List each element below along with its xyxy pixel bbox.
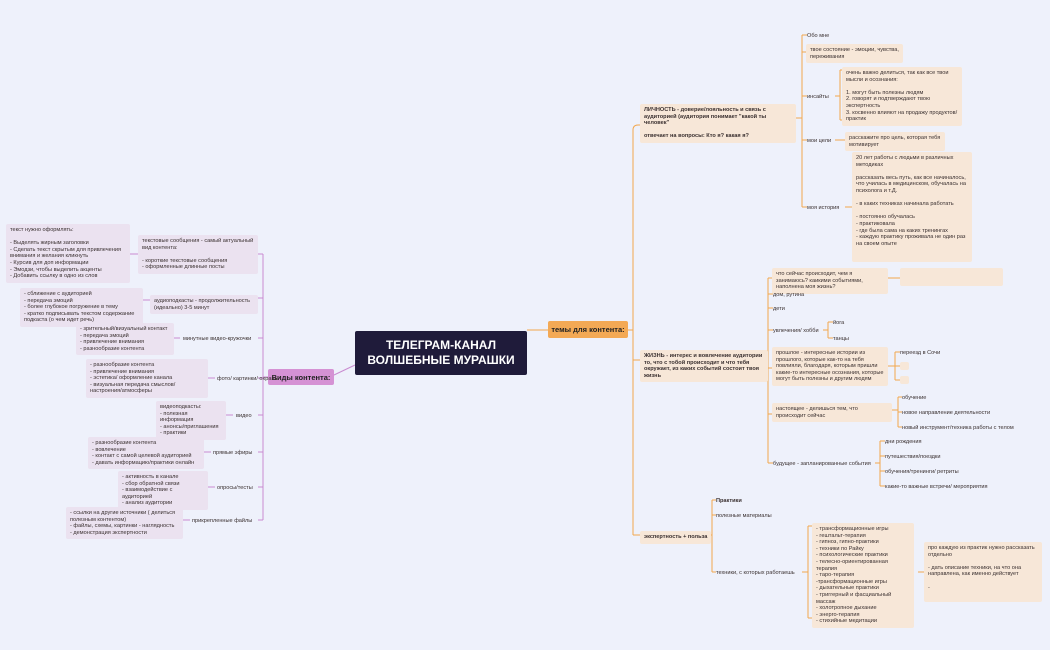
live-streams-node[interactable]: прямые эфиры xyxy=(213,450,253,456)
praktiki-node[interactable]: Практики xyxy=(716,498,742,504)
obucheniya-node[interactable]: обучения/тренинги/ ретриты xyxy=(885,469,959,475)
deti-node[interactable]: дети xyxy=(773,306,785,312)
celi-text: расскажите про цель, которая тебя мотиви… xyxy=(845,132,945,152)
lichnost-node[interactable]: ЛИЧНОСТЬ - доверие/лояльность и связь с … xyxy=(640,104,796,143)
video-note: видеоподкасты: - полезная информация - а… xyxy=(156,401,226,440)
video-circles-note: - зрительный/визуальный контакт - переда… xyxy=(76,323,174,356)
empty-node[interactable] xyxy=(900,376,909,384)
dom-node[interactable]: дом, рутина xyxy=(773,292,805,298)
files-note: - ссылки на другие источники ( делиться … xyxy=(66,507,183,540)
zhizn-node[interactable]: ЖИЗНЬ - интерес и вовлечение аудитории т… xyxy=(640,350,768,383)
vstrechi-node[interactable]: какие-то важные встречи/ мероприятия xyxy=(885,484,988,490)
photo-node[interactable]: фото/ картинки/ охраны xyxy=(217,376,279,382)
files-node[interactable]: прикрепленные файлы xyxy=(192,518,253,524)
obuchenie-node[interactable]: обучение xyxy=(902,395,927,401)
video-node[interactable]: видео xyxy=(236,413,252,419)
audio-node[interactable]: аудиоподкасты - продолжительность (идеал… xyxy=(150,295,258,315)
proshloe-node[interactable]: прошлое - интересные истории из прошлого… xyxy=(772,347,888,386)
celi-node[interactable]: мои цели xyxy=(807,138,832,144)
expert-node[interactable]: экспертность + польза xyxy=(640,531,712,544)
photo-note: - разнообразие контента - привлечение вн… xyxy=(86,359,208,398)
polls-node[interactable]: опросы/тесты xyxy=(217,485,253,491)
hobbi-node[interactable]: увлечения/ хобби xyxy=(773,328,819,334)
poleznye-node[interactable]: полезные материалы xyxy=(716,513,772,519)
yoga-node[interactable]: йога xyxy=(833,320,845,326)
video-circles-node[interactable]: минутные видео-кружочки xyxy=(183,336,252,342)
dni-rozhdeniya-node[interactable]: дни рождения xyxy=(885,439,922,445)
tehniki-list: - трансформационные игры - гештальт-тера… xyxy=(812,523,914,628)
text-messages-note: текст нужно оформлять: - Выделять жирным… xyxy=(6,224,130,283)
types-hub[interactable]: Виды контента: xyxy=(268,369,334,385)
central-topic[interactable]: ТЕЛЕГРАМ-КАНАЛ ВОЛШЕБНЫЕ МУРАШКИ xyxy=(355,331,527,375)
tehniki-note: про каждую из практик нужно рассказать о… xyxy=(924,542,1042,602)
napravlenie-node[interactable]: новое направление деятельности xyxy=(902,410,991,416)
tehniki-node[interactable]: техники, с которых работаешь xyxy=(716,570,795,576)
text-messages-node[interactable]: текстовые сообщения - самый актуальный в… xyxy=(138,235,258,274)
obo-mne-node[interactable]: Обо мне xyxy=(807,33,830,39)
instrument-node[interactable]: новый инструмент/техника работы с телом xyxy=(902,425,1014,431)
istoriya-text: 20 лет работы с людьми в различных метод… xyxy=(852,152,972,262)
audio-note: - сближение с аудиторией - передача эмоц… xyxy=(20,288,143,327)
sostoyanie-node[interactable]: твое состояние - эмоции, чувства, пережи… xyxy=(806,44,903,64)
puteshestviya-node[interactable]: путешествия/поездки xyxy=(885,454,941,460)
empty-node[interactable] xyxy=(900,362,909,370)
insaity-text: очень важно делиться, так как все твои м… xyxy=(842,67,962,126)
topics-hub[interactable]: темы для контента: xyxy=(548,321,628,338)
nastoyashee-node[interactable]: настоящее - делишься тем, что происходит… xyxy=(772,403,892,423)
tancy-node[interactable]: танцы xyxy=(833,336,849,342)
seichas-empty-note xyxy=(900,268,1003,286)
istoriya-node[interactable]: моя история xyxy=(807,205,840,211)
seichas-node[interactable]: что сейчас происходит, чем я занимаюсь? … xyxy=(772,268,888,294)
live-streams-note: - разнообразие контента - вовлечение - к… xyxy=(88,437,204,470)
pereezd-node[interactable]: переезд в Сочи xyxy=(900,350,941,356)
budushee-node[interactable]: будущее - запланированные события xyxy=(773,461,871,467)
polls-note: - активность в канале - сбор обратной св… xyxy=(118,471,208,510)
insaity-node[interactable]: инсайты xyxy=(807,94,829,100)
